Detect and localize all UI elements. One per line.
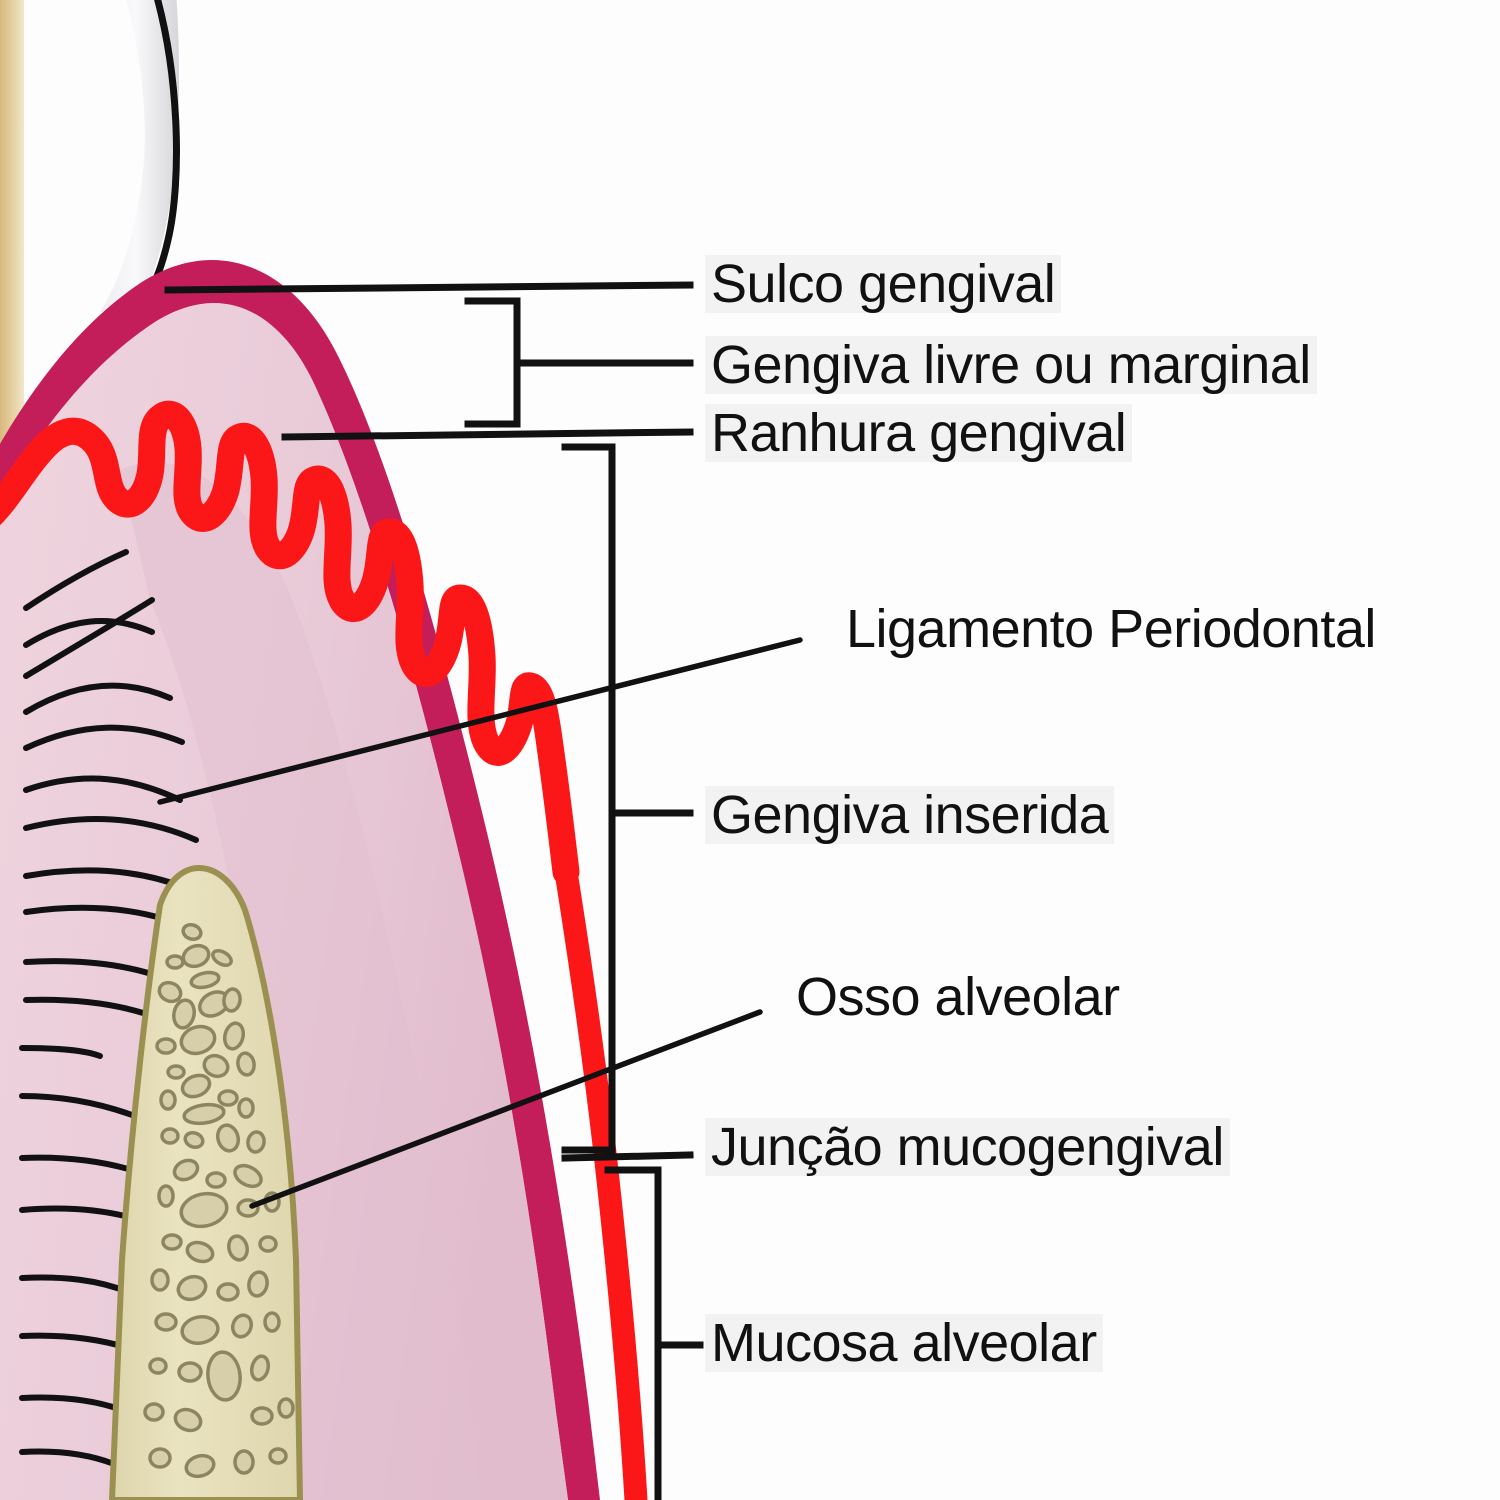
label-mucosa-alveolar[interactable]: Mucosa alveolar [705,1314,1103,1373]
leader-ranhura-gengival [281,428,694,441]
label-osso-alveolar[interactable]: Osso alveolar [796,967,1120,1027]
epithelium-lower-band [554,860,648,1500]
leader-osso-alveolar [249,1009,763,1209]
leader-juncao-mucogengival [561,1151,694,1162]
label-ranhura-gengival[interactable]: Ranhura gengival [705,404,1133,463]
label-sulco-gengival[interactable]: Sulco gengival [705,255,1062,314]
alveolar-bone [108,865,304,1500]
bracket-gengiva-livre [464,297,521,428]
label-gengiva-livre-ou-marginal[interactable]: Gengiva livre ou marginal [705,336,1317,395]
leader-sulco-gengival [164,281,694,294]
label-ligamento-periodontal[interactable]: Ligamento Periodontal [846,599,1376,659]
label-gengiva-inserida[interactable]: Gengiva inserida [705,786,1115,845]
bracket-mucosa-alveolar [604,1166,662,1500]
trabecular-cavities [143,923,295,1479]
bracket-gengiva-inserida [561,443,616,1154]
leader-ligamento-periodontal [157,637,803,805]
junctional-epithelium [0,400,580,886]
label-juncao-mucogengival[interactable]: Junção mucogengival [705,1118,1230,1177]
